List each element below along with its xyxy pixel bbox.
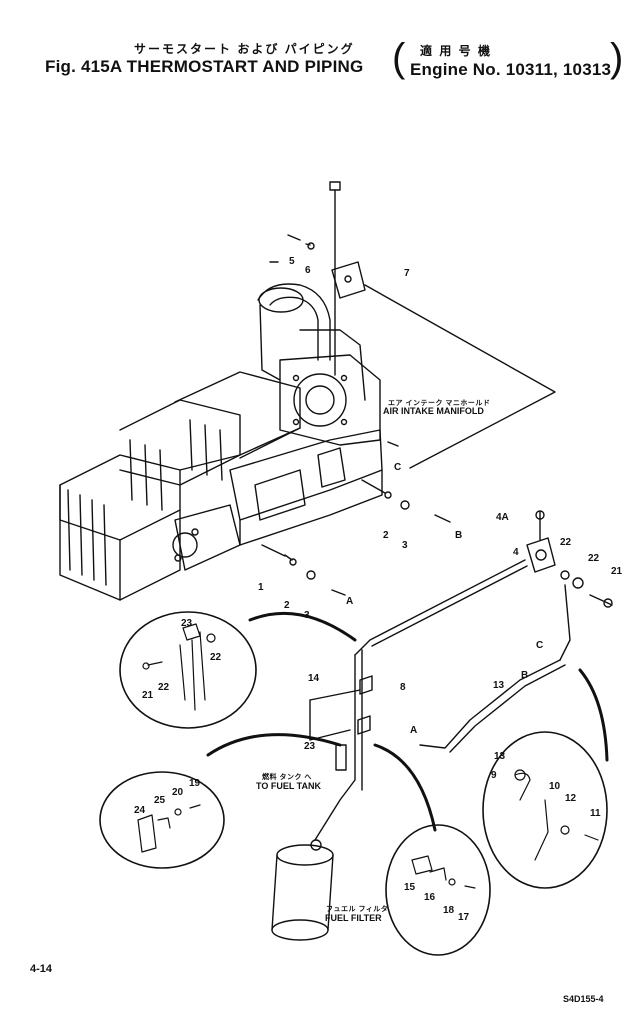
callout-19: 19	[189, 778, 201, 789]
callout-11: 11	[590, 808, 601, 819]
thermostart-plugs	[261, 441, 451, 596]
callout-22: 22	[158, 682, 170, 693]
ref-c: C	[536, 640, 544, 651]
callout-9: 9	[491, 770, 497, 781]
callout-3: 3	[304, 610, 310, 621]
callout-23: 23	[181, 618, 193, 629]
callout-22: 22	[210, 652, 222, 663]
callout-4a: 4A	[496, 512, 509, 523]
callout-13: 13	[494, 751, 506, 762]
serial-japanese: 適 用 号 機	[420, 44, 493, 58]
callout-23: 23	[304, 741, 316, 752]
detail-circle-lower-left	[99, 771, 225, 869]
air-intake-jp: エア インテーク マニホールド	[388, 400, 491, 407]
fuel-tank-jp: 燃料 タンク へ	[262, 774, 312, 781]
callout-6: 6	[305, 265, 311, 276]
callout-7: 7	[404, 268, 410, 279]
ref-a: A	[410, 725, 418, 736]
close-paren: )	[610, 36, 624, 80]
fuel-piping	[309, 510, 613, 841]
callout-21: 21	[142, 690, 154, 701]
detail-circle-right	[482, 731, 608, 889]
callout-8: 8	[400, 682, 406, 693]
callout-13: 13	[493, 680, 505, 691]
callout-20: 20	[172, 787, 184, 798]
bracket-7	[287, 181, 366, 376]
callout-22: 22	[588, 553, 600, 564]
fuel-tank-label: TO FUEL TANK	[256, 781, 321, 791]
callout-1: 1	[258, 582, 264, 593]
callout-3: 3	[402, 540, 408, 551]
air-intake-label: AIR INTAKE MANIFOLD	[383, 406, 484, 416]
callout-22: 22	[560, 537, 572, 548]
ref-c: C	[394, 462, 402, 473]
callout-2: 2	[284, 600, 290, 611]
callout-4: 4	[513, 547, 519, 558]
callout-14: 14	[308, 673, 320, 684]
detail-circle-upper-left	[119, 611, 257, 729]
ref-b: B	[521, 670, 529, 681]
fuel-filter	[271, 839, 334, 941]
callout-12: 12	[565, 793, 577, 804]
page-number: 4-14	[30, 963, 53, 975]
ref-b: B	[455, 530, 463, 541]
callout-21: 21	[611, 566, 623, 577]
detail-circle-bottom	[385, 824, 491, 956]
engine-serial: Engine No. 10311, 10313	[410, 60, 612, 79]
callout-15: 15	[404, 882, 416, 893]
open-paren: (	[392, 36, 406, 80]
ref-a: A	[346, 596, 354, 607]
callout-18: 18	[443, 905, 455, 916]
figure-title: Fig. 415A THERMOSTART AND PIPING	[45, 57, 364, 76]
leader-line	[364, 284, 556, 469]
callout-25: 25	[154, 795, 166, 806]
callout-10: 10	[549, 781, 561, 792]
title-japanese: サーモスタート および パイピング	[134, 42, 355, 56]
callout-2: 2	[383, 530, 389, 541]
callout-16: 16	[424, 892, 436, 903]
callout-17: 17	[458, 912, 470, 923]
fuel-filter-jp: フュエル フィルタ	[326, 906, 389, 913]
drawing-code: S4D155-4	[563, 994, 604, 1004]
engine-block	[59, 283, 383, 601]
callout-24: 24	[134, 805, 146, 816]
callout-5: 5	[289, 256, 295, 267]
fuel-filter-label: FUEL FILTER	[325, 913, 382, 923]
